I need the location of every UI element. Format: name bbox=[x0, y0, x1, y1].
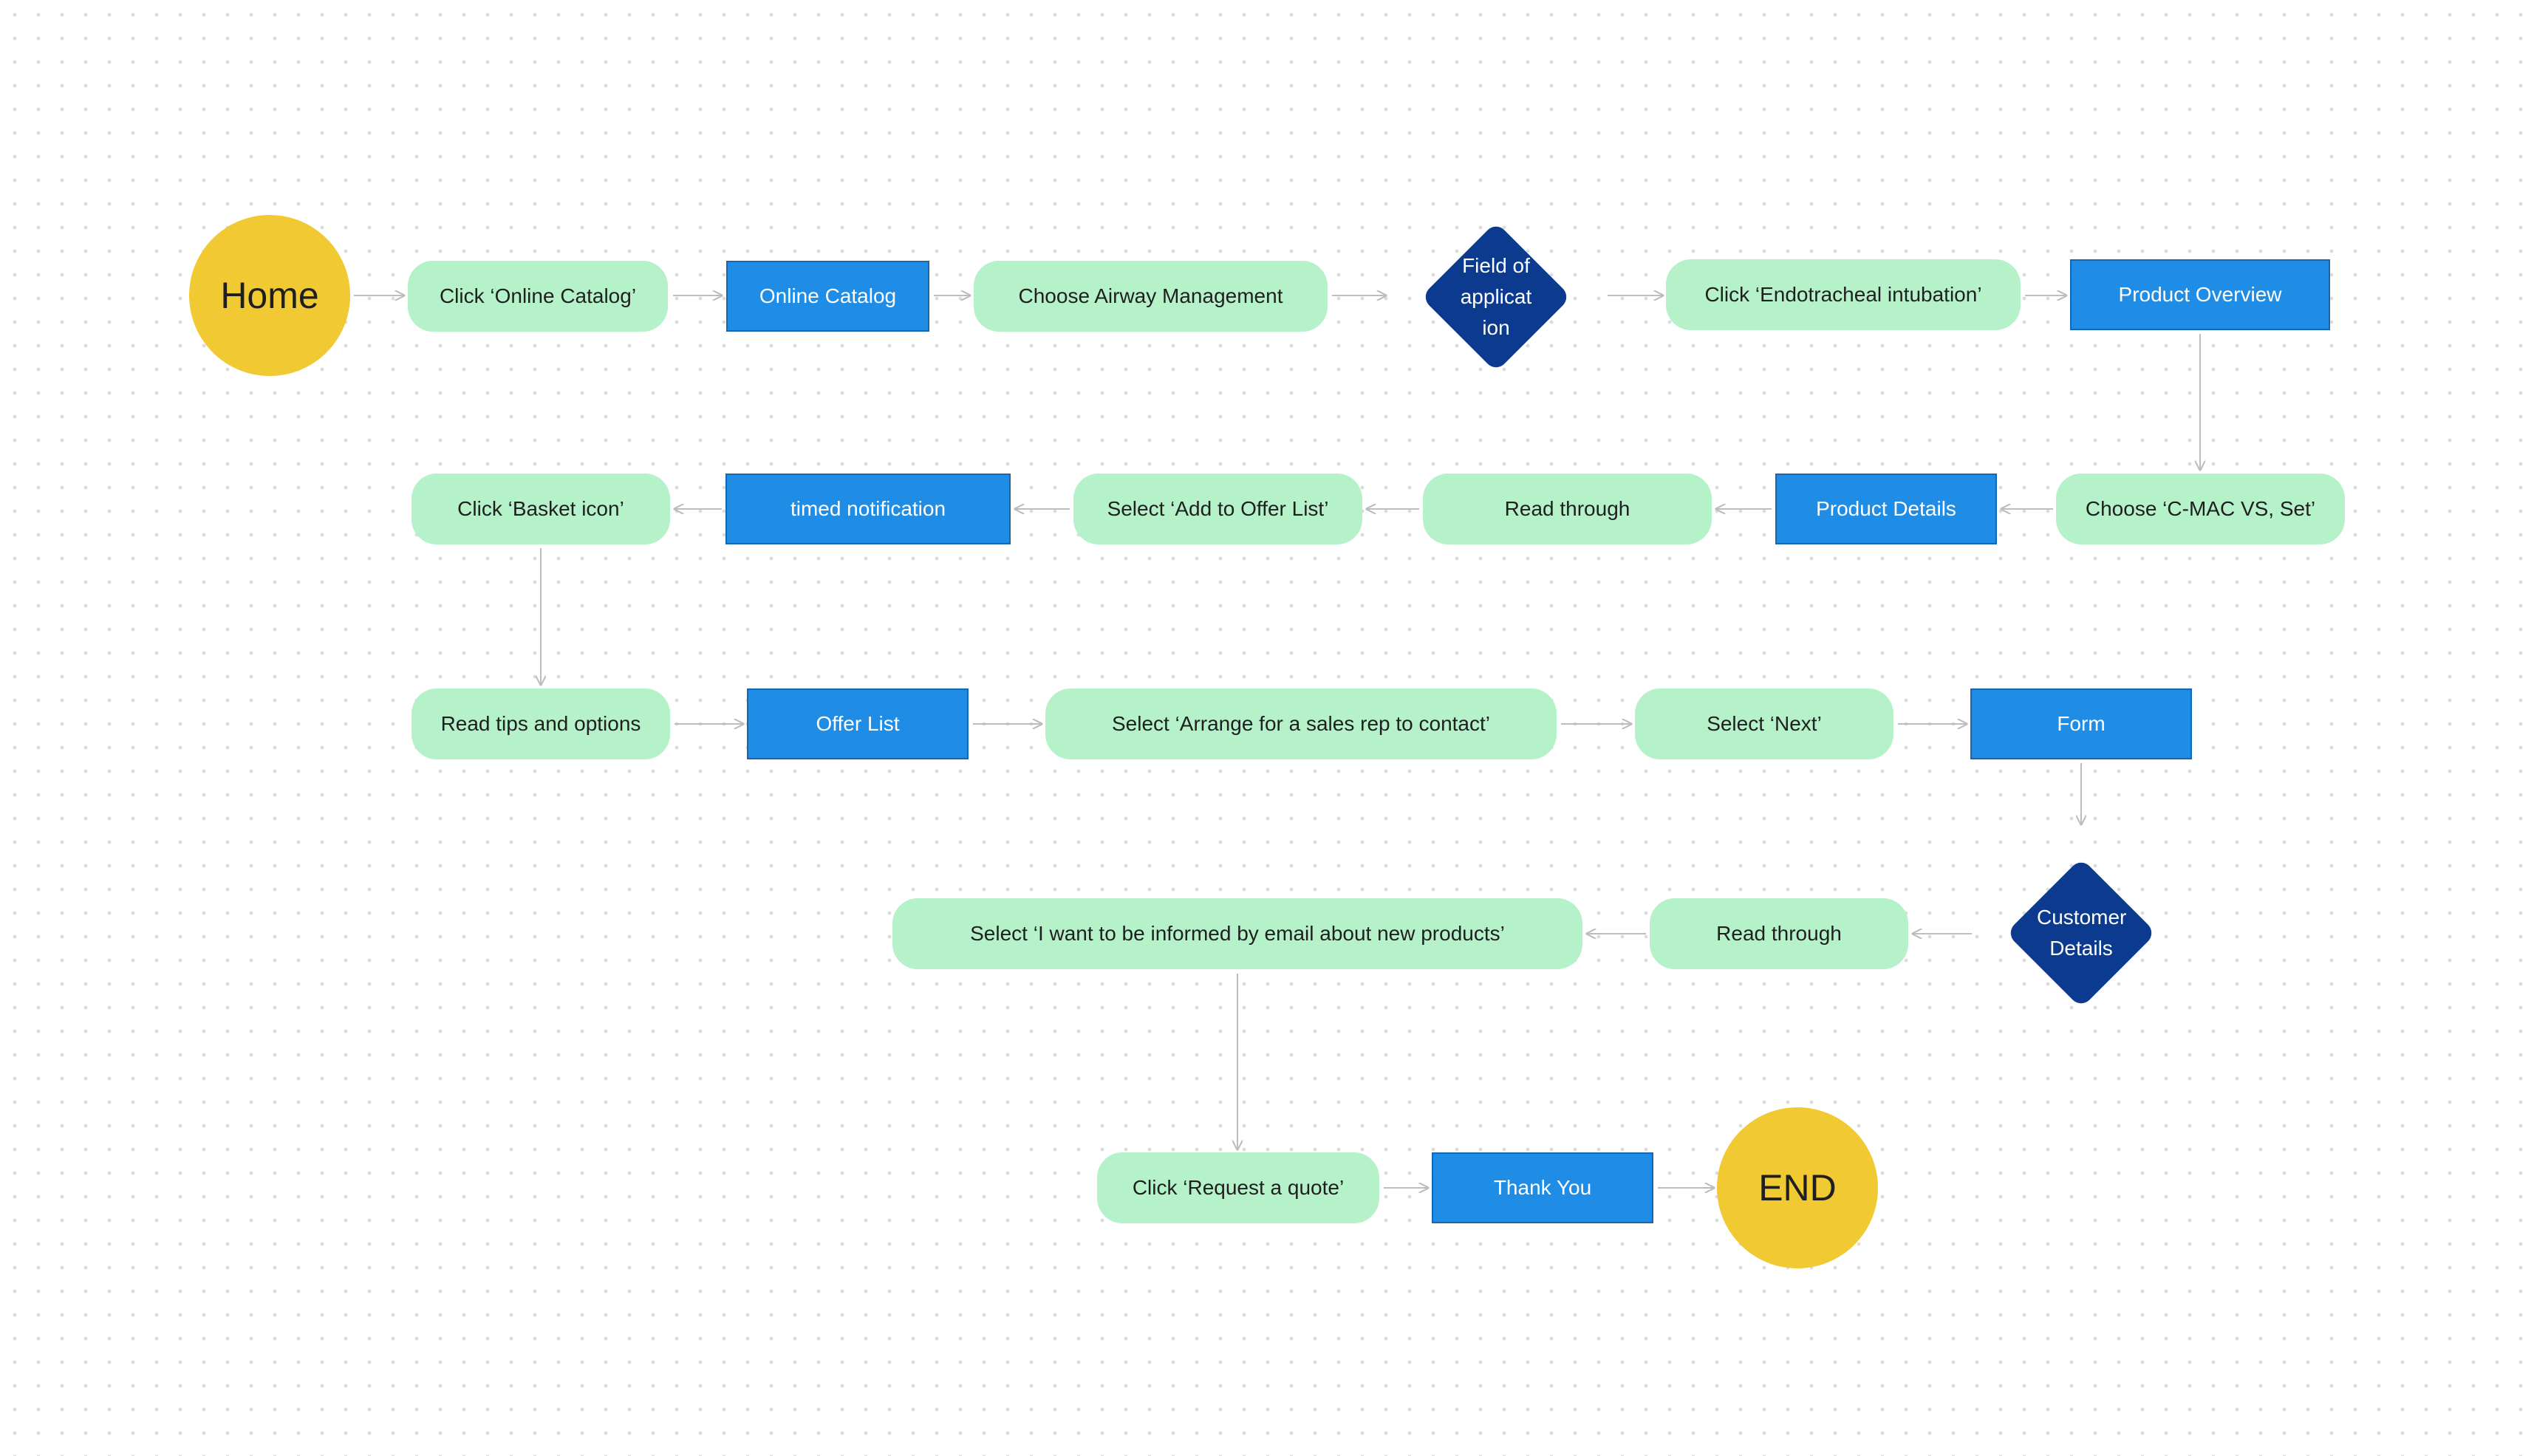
node-click-basket-icon: Click ‘Basket icon’ bbox=[411, 474, 670, 544]
node-offer-list: Offer List bbox=[747, 688, 969, 759]
node-end: END bbox=[1717, 1107, 1878, 1268]
node-select-next: Select ‘Next’ bbox=[1635, 688, 1893, 759]
node-select-informed-by-email: Select ‘I want to be informed by email a… bbox=[892, 898, 1582, 969]
decision-label: Field of applicat ion bbox=[1460, 254, 1532, 339]
node-click-request-a-quote: Click ‘Request a quote’ bbox=[1097, 1152, 1379, 1223]
node-product-overview: Product Overview bbox=[2070, 259, 2330, 330]
node-choose-airway-management: Choose Airway Management bbox=[974, 261, 1328, 332]
node-click-endotracheal-intubation: Click ‘Endotracheal intubation’ bbox=[1666, 259, 2021, 330]
node-field-of-application: Field of applicat ion bbox=[1389, 190, 1603, 404]
node-select-add-to-offer-list: Select ‘Add to Offer List’ bbox=[1073, 474, 1362, 544]
node-timed-notification: timed notification bbox=[725, 474, 1011, 544]
node-read-through-2: Read through bbox=[1650, 898, 1908, 969]
decision-label: Customer Details bbox=[2037, 906, 2127, 960]
node-customer-details: Customer Details bbox=[1974, 826, 2188, 1040]
node-home: Home bbox=[189, 215, 350, 376]
node-read-tips-and-options: Read tips and options bbox=[411, 688, 670, 759]
node-select-arrange-sales-rep: Select ‘Arrange for a sales rep to conta… bbox=[1045, 688, 1557, 759]
node-product-details: Product Details bbox=[1775, 474, 1997, 544]
node-online-catalog: Online Catalog bbox=[726, 261, 929, 332]
node-thank-you: Thank You bbox=[1432, 1152, 1653, 1223]
node-choose-cmac-vs-set: Choose ‘C-MAC VS, Set’ bbox=[2056, 474, 2345, 544]
node-read-through-1: Read through bbox=[1423, 474, 1712, 544]
node-click-online-catalog: Click ‘Online Catalog’ bbox=[408, 261, 668, 332]
node-form: Form bbox=[1970, 688, 2192, 759]
